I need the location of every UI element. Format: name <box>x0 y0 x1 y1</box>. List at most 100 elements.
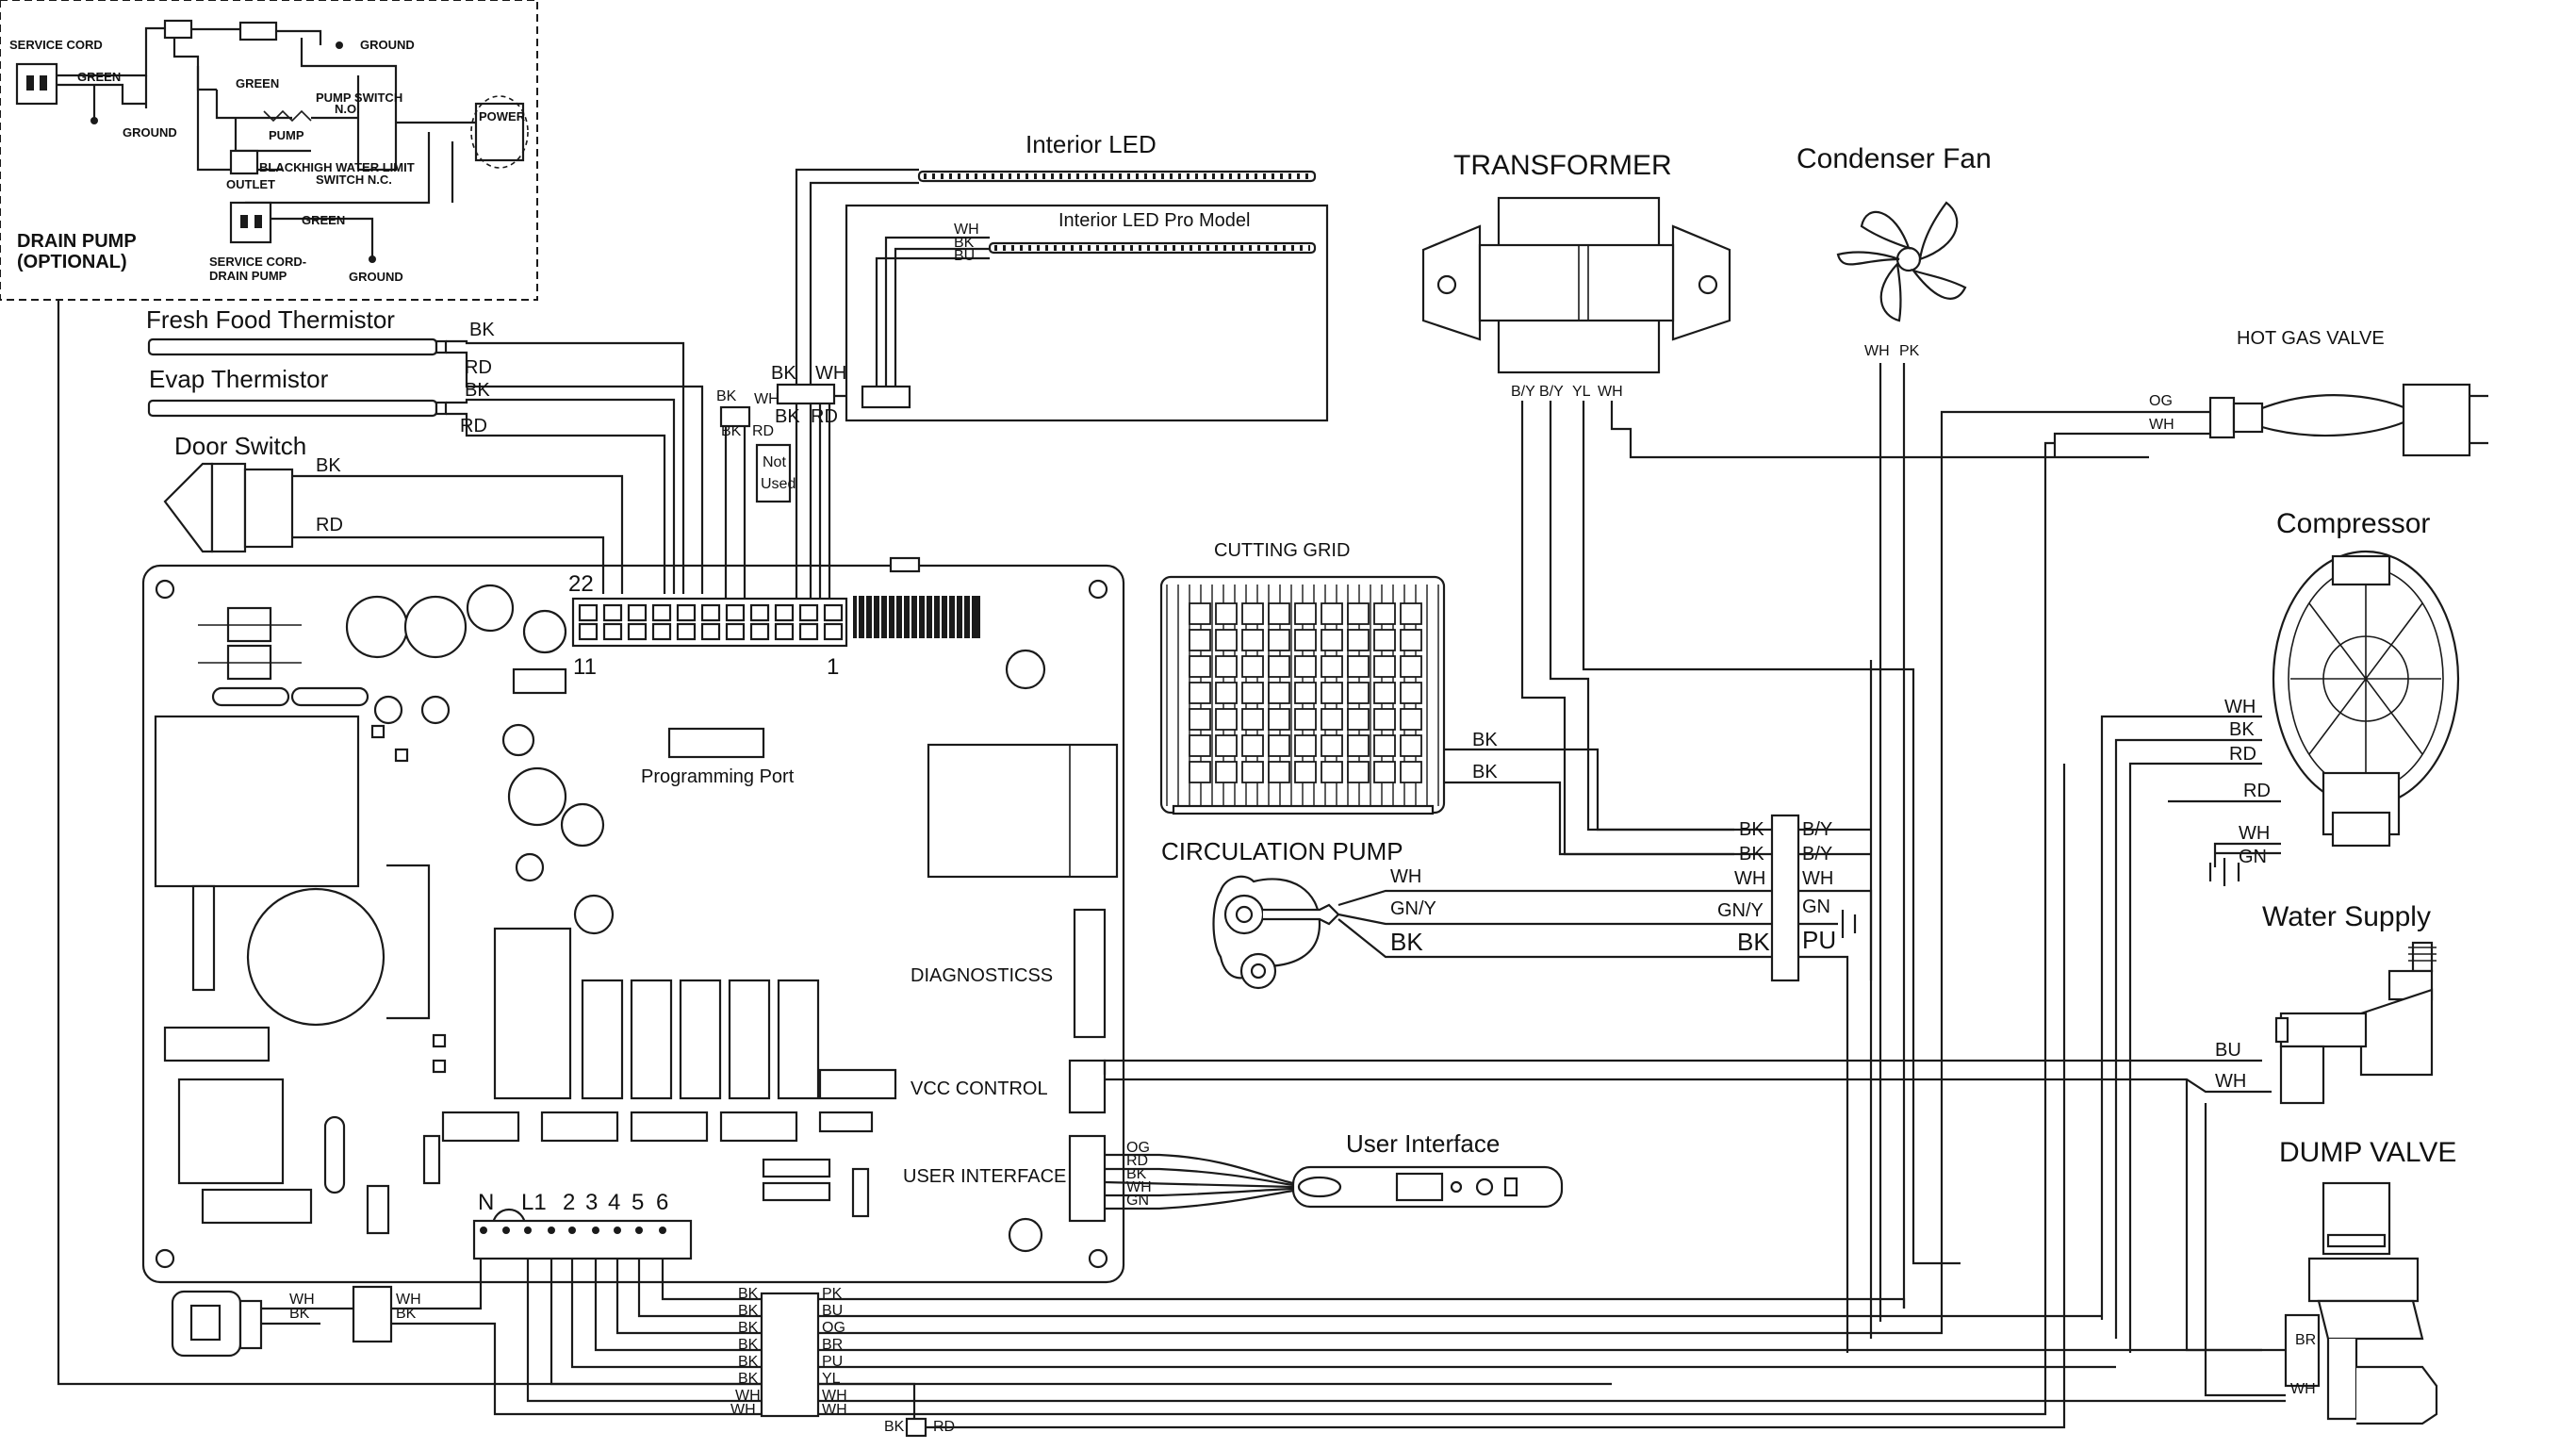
comp-gn: GN <box>2239 847 2267 867</box>
interior-led-pro-label: Interior LED Pro Model <box>1058 210 1250 231</box>
ui-og: OG <box>1126 1140 1150 1156</box>
bt-left-1: BK <box>738 1303 759 1319</box>
comp-wh: WH <box>2224 697 2256 717</box>
dv-br: BR <box>2295 1332 2316 1348</box>
fan-pk: PK <box>1899 343 1920 359</box>
bt-left-2: BK <box>738 1320 759 1336</box>
ground-label-3: GROUND <box>349 270 403 284</box>
bt-right-6: WH <box>822 1388 847 1404</box>
door-bk-label: BK <box>316 455 341 476</box>
pin-11-label: 11 <box>573 654 597 680</box>
bt-right-2: OG <box>822 1320 845 1336</box>
comp-rd-2: RD <box>2243 781 2271 801</box>
transformer-label: TRANSFORMER <box>1453 150 1672 181</box>
ui-gn: GN <box>1126 1193 1149 1209</box>
rt-right-3: GN <box>1802 897 1830 917</box>
pin-1-label: 1 <box>827 654 839 680</box>
green-label-2: GREEN <box>236 76 279 91</box>
dump-valve-label: DUMP VALVE <box>2279 1137 2456 1168</box>
bt-left-3: BK <box>738 1337 759 1353</box>
j3-rd-label: RD <box>811 406 838 427</box>
no-label: N.O. <box>335 102 360 116</box>
bt-left-4: BK <box>738 1354 759 1370</box>
user-interface-port-label: USER INTERFACE <box>903 1166 1066 1187</box>
black-label: BLACK <box>259 160 303 174</box>
not-used-label-1: Not <box>763 454 786 470</box>
service-cord-label: SERVICE CORD <box>9 38 103 52</box>
terminal-3: 3 <box>585 1190 598 1215</box>
switch-nc-label: SWITCH N.C. <box>316 173 392 187</box>
terminal-n: N <box>478 1190 494 1215</box>
condenser-fan-label: Condenser Fan <box>1797 143 1992 174</box>
terminal-4: 4 <box>608 1190 620 1215</box>
green-label: GREEN <box>77 70 121 84</box>
bt-left-7: WH <box>730 1402 756 1418</box>
bt-right-5: YL <box>822 1371 841 1387</box>
bt-left-0: BK <box>738 1286 759 1302</box>
trans-wh: WH <box>1598 384 1623 400</box>
pin-22-label: 22 <box>568 571 594 597</box>
dump-valve: DUMP VALVE BR WH <box>2279 1137 2456 1425</box>
hot-gas-valve-label: HOT GAS VALVE <box>2237 328 2385 349</box>
interior-led-label: Interior LED <box>1025 130 1157 158</box>
green-label-3: GREEN <box>302 213 345 227</box>
ws-bu: BU <box>2215 1040 2241 1061</box>
door-switch: Door Switch <box>163 432 306 553</box>
j1-wh-label: WH <box>754 391 779 407</box>
vcc-control-label: VCC CONTROL <box>911 1079 1048 1099</box>
ws-wh: WH <box>2215 1071 2246 1092</box>
door-rd-label: RD <box>316 515 343 535</box>
fan-wh: WH <box>1864 343 1890 359</box>
bt-right-0: PK <box>822 1286 843 1302</box>
door-switch-label: Door Switch <box>174 432 306 460</box>
led-bk-label: BK <box>771 363 796 384</box>
bt-left-6: WH <box>735 1388 761 1404</box>
bt-right-1: BU <box>822 1303 843 1319</box>
ground-label-2: GROUND <box>360 38 415 52</box>
rt-left-4: BK <box>1737 928 1770 956</box>
comp-rd: RD <box>2229 744 2256 765</box>
compressor-label: Compressor <box>2276 508 2430 539</box>
hot-gas-valve: HOT GAS VALVE OG WH <box>2149 328 2488 457</box>
user-interface: User Interface OG RD BK WH GN <box>1126 1129 1564 1209</box>
ui-rd: RD <box>1126 1153 1148 1169</box>
j2-rd-label: RD <box>752 423 774 439</box>
drain-pump-title-1: DRAIN PUMP <box>17 231 137 252</box>
j3-bk-label: BK <box>775 406 800 427</box>
rt-right-4: PU <box>1802 926 1836 954</box>
not-used-label-2: Used <box>761 476 796 492</box>
grid-bk-1: BK <box>1472 730 1498 750</box>
bt-right-3: BR <box>822 1337 843 1353</box>
rt-left-0: BK <box>1739 819 1764 840</box>
diagnostics-label: DIAGNOSTICSS <box>911 965 1053 986</box>
pump-label: PUMP <box>269 128 304 142</box>
pump-gny: GN/Y <box>1390 898 1436 919</box>
hgv-wh: WH <box>2149 417 2174 433</box>
main-cord: WH BK WH BK <box>171 1285 421 1358</box>
pro-bu-label: BU <box>954 248 975 264</box>
evap-rd-label: RD <box>460 416 487 436</box>
terminal-2: 2 <box>563 1190 575 1215</box>
fresh-food-thermistor-label: Fresh Food Thermistor <box>146 305 395 334</box>
rt-left-1: BK <box>1739 844 1764 864</box>
high-water-label: HIGH WATER LIMIT <box>302 160 415 174</box>
water-supply-label: Water Supply <box>2262 901 2431 932</box>
interior-led-pro-box: Interior LED Pro Model WH BK BU <box>845 204 1329 422</box>
cutting-grid: CUTTING GRID BK BK <box>1159 540 1498 815</box>
transformer: TRANSFORMER B/Y B/Y YL WH <box>1421 150 1731 400</box>
evap-bk-label: BK <box>465 380 490 401</box>
condenser-fan: Condenser Fan WH PK <box>1797 143 1992 359</box>
water-supply: Water Supply BU WH <box>2215 901 2437 1105</box>
bottom-terminal-block: BK BK BK BK BK BK WH WH PK BU OG BR PU Y… <box>730 1286 847 1418</box>
cutting-grid-label: CUTTING GRID <box>1214 540 1350 561</box>
service-cord-drain-label: SERVICE CORD- <box>209 255 306 269</box>
pro-wh-label: WH <box>954 222 979 238</box>
compressor: Compressor WH BK RD RD WH GN <box>2224 508 2460 867</box>
terminal-l1: L1 <box>521 1190 547 1215</box>
pin-header <box>578 603 844 641</box>
terminal-6: 6 <box>656 1190 668 1215</box>
terminal-5: 5 <box>632 1190 644 1215</box>
user-interface-label: User Interface <box>1346 1129 1500 1158</box>
hgv-og: OG <box>2149 393 2173 409</box>
interior-led: Interior LED <box>917 130 1317 183</box>
